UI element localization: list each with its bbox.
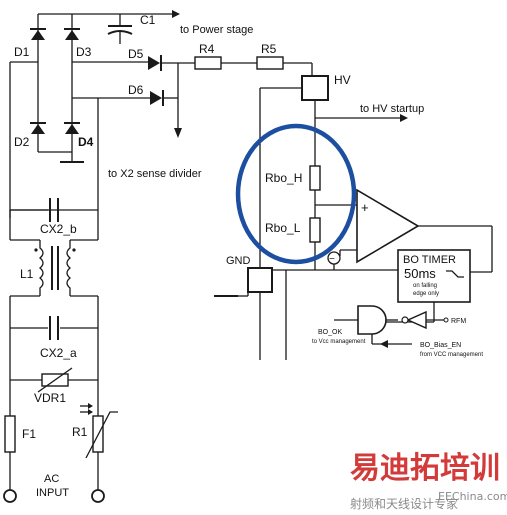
varistor-vdr1: VDR1 xyxy=(10,367,98,405)
ac-input-terminals: AC INPUT xyxy=(3,473,105,503)
capacitor-c1: C1 xyxy=(107,13,156,44)
label-d4: D4 xyxy=(78,135,94,149)
label-cx2-b: CX2_b xyxy=(40,222,77,236)
resistor-r4: R4 xyxy=(194,42,222,70)
diode-d2 xyxy=(30,122,46,134)
label-rbo-l: Rbo_L xyxy=(265,221,301,235)
capacitor-cx2-b: CX2_b xyxy=(9,198,99,240)
label-d1: D1 xyxy=(14,45,30,59)
label-to-hv-startup: to HV startup xyxy=(360,103,424,115)
label-cx2-a: CX2_a xyxy=(40,346,77,360)
label-r1: R1 xyxy=(72,425,88,439)
bo-timer-block: BO TIMER 50ms on falling edge only xyxy=(372,249,471,323)
label-r4: R4 xyxy=(199,42,215,56)
power-stage-arrow: to Power stage xyxy=(172,10,253,36)
diode-d3 xyxy=(64,28,80,40)
label-bo-ok-sub: to Vcc management xyxy=(312,339,366,345)
label-bo-timer-sub2: edge only xyxy=(413,291,439,297)
watermark-cn-title: 易迪拓培训 xyxy=(350,451,500,486)
label-bo-bias-en: BO_Bias_EN xyxy=(420,342,461,349)
label-rfm: RFM xyxy=(451,318,466,325)
resistor-rbo-h: Rbo_H xyxy=(265,128,321,191)
label-d3: D3 xyxy=(76,45,92,59)
label-to-power-stage: to Power stage xyxy=(180,24,253,36)
down-arrow-icon xyxy=(174,128,182,138)
ref-minus: − xyxy=(329,254,335,265)
diode-d5: D5 xyxy=(72,47,162,71)
label-d5: D5 xyxy=(128,47,144,61)
diode-d6: D6 xyxy=(98,83,164,106)
label-bo-timer-sub1: on falling xyxy=(413,283,437,289)
watermark: 易迪拓培训 EEChina.com 射频和天线设计专家 xyxy=(350,451,507,511)
label-f1: F1 xyxy=(22,427,36,441)
label-bo-bias-sub: from VCC management xyxy=(420,352,483,358)
label-r5: R5 xyxy=(261,42,277,56)
highlight-ring xyxy=(235,123,357,265)
label-ac: AC xyxy=(44,473,59,485)
label-to-x2-sense: to X2 sense divider xyxy=(108,168,202,180)
label-gnd: GND xyxy=(226,255,251,267)
label-bo-timer-time: 50ms xyxy=(404,266,436,281)
diode-d4 xyxy=(64,122,80,134)
inverter: RFM xyxy=(401,310,466,330)
watermark-site: EEChina.com xyxy=(438,490,507,503)
label-hv: HV xyxy=(334,73,351,87)
resistor-rbo-l: Rbo_L xyxy=(265,217,321,243)
thermistor-r1: R1 xyxy=(72,380,118,490)
hv-pin: HV xyxy=(301,73,351,101)
resistor-r5: R5 xyxy=(256,42,284,70)
label-d2: D2 xyxy=(14,135,30,149)
diode-d1 xyxy=(30,28,46,40)
and-gate xyxy=(334,305,412,348)
fuse-f1: F1 xyxy=(4,380,36,490)
label-bo-timer: BO TIMER xyxy=(403,254,456,266)
watermark-cn-sub: 射频和天线设计专家 xyxy=(350,496,458,511)
label-vdr1: VDR1 xyxy=(34,391,66,405)
gnd-pin: GND xyxy=(218,255,400,297)
label-d6: D6 xyxy=(128,83,144,97)
label-l1: L1 xyxy=(20,267,34,281)
label-c1: C1 xyxy=(140,13,156,27)
label-bo-ok: BO_OK xyxy=(318,329,342,336)
hv-startup-arrow-icon xyxy=(400,114,408,122)
comparator-plus: + xyxy=(361,200,369,215)
inductor-l1: L1 xyxy=(20,240,76,296)
bridge-rectifier: D1 D3 D2 D4 xyxy=(9,13,178,218)
capacitor-cx2-a: CX2_a xyxy=(9,296,99,380)
comparator: + − xyxy=(327,188,493,273)
label-rbo-h: Rbo_H xyxy=(265,171,302,185)
label-input: INPUT xyxy=(36,487,69,499)
